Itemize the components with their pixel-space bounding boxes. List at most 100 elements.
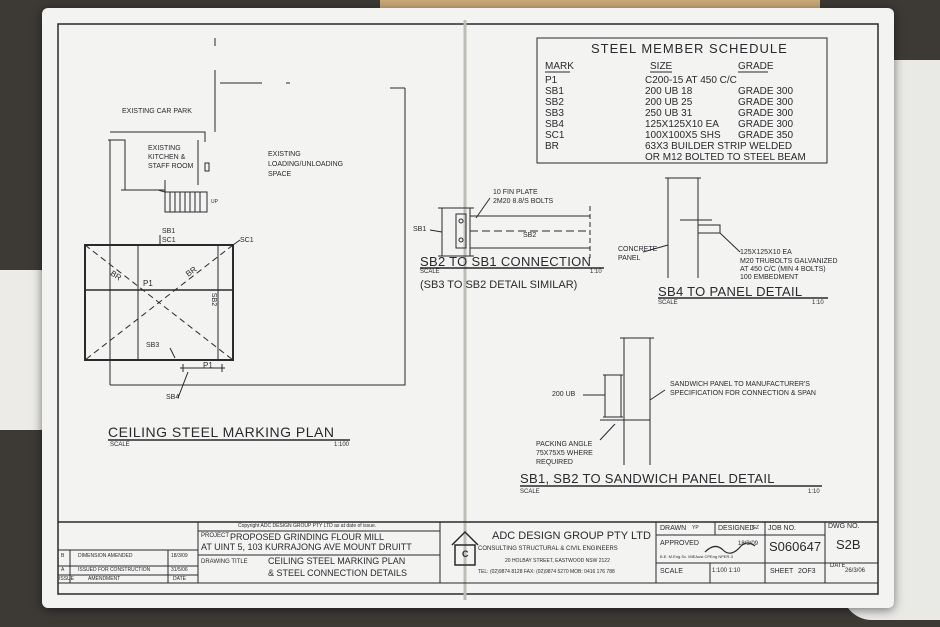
panel-note: 100 EMBEDMENT — [740, 274, 799, 281]
panel-note: 125X125X10 EA — [740, 249, 792, 256]
plan-label-sc1: SC1 — [240, 237, 254, 244]
conn-sb1-label: SB1 — [413, 226, 427, 233]
loading-label: LOADING/UNLOADING — [268, 161, 344, 168]
panel-detail — [642, 177, 741, 278]
schedule-size: 100X100X5 SHS — [645, 130, 721, 141]
plan-label-sc1: SC1 — [162, 237, 176, 244]
schedule-mark: P1 — [545, 75, 558, 86]
connection-detail — [429, 197, 591, 258]
sheet-label: SHEET — [770, 568, 794, 575]
company-address: 20 HOLBAY STREET, EASTWOOD NSW 2122 — [505, 558, 610, 564]
schedule-grade: GRADE 300 — [738, 97, 794, 108]
rev-header-date: DATE — [173, 576, 186, 582]
scale-label: SCALE — [660, 568, 683, 575]
car-park-label: EXISTING CAR PARK — [122, 108, 192, 115]
loading-label: SPACE — [268, 171, 292, 178]
schedule-size: C200-15 AT 450 C/C — [645, 75, 737, 86]
drawing-title2: & STEEL CONNECTION DETAILS — [268, 568, 408, 578]
sandwich-note: SANDWICH PANEL TO MANUFACTURER'S — [670, 381, 810, 388]
drawn-label: DRAWN — [660, 525, 687, 532]
schedule-grade: GRADE 300 — [738, 86, 794, 97]
conn-sb2-label: SB2 — [523, 232, 537, 239]
sandwich-note: SPECIFICATION FOR CONNECTION & SPAN — [670, 390, 816, 397]
kitchen-label: KITCHEN & — [148, 154, 186, 161]
concrete-label: PANEL — [618, 255, 641, 262]
schedule-mark: SB4 — [545, 119, 564, 130]
fin-plate-label: 10 FIN PLATE — [493, 189, 538, 196]
company-sub: CONSULTING STRUCTURAL & CIVIL ENGINEERS — [478, 546, 618, 552]
sandwich-scale-label: SCALE — [520, 489, 540, 495]
ceiling-frame — [84, 235, 241, 399]
company-phone: TEL: (02)9874 8128 FAX: (02)9874 5270 MO… — [478, 569, 615, 575]
drawing-title-label: DRAWING TITLE — [201, 559, 248, 565]
approver: B.E. M.Eng.Sc. MIEAust CPEng NPER-3 — [660, 554, 733, 559]
schedule-size: 63X3 BUILDER STRIP WELDED — [645, 141, 793, 152]
conn-scale-label: SCALE — [420, 269, 440, 275]
schedule-size: 200 UB 18 — [645, 86, 693, 97]
conn-note: (SB3 TO SB2 DETAIL SIMILAR) — [420, 279, 578, 291]
schedule-size: 125X125X10 EA — [645, 119, 719, 130]
sandwich-title: SB1, SB2 TO SANDWICH PANEL DETAIL — [520, 471, 775, 486]
company-name: ADC DESIGN GROUP PTY LTD — [492, 530, 651, 542]
sandwich-scale-value: 1:10 — [808, 489, 820, 495]
plan-label-p1: P1 — [143, 279, 153, 288]
plan-label-sb3: SB3 — [146, 342, 160, 349]
date-value: 26/3/06 — [845, 568, 866, 574]
plan-title: CEILING STEEL MARKING PLAN — [108, 424, 335, 440]
panel-note: AT 450 C/C (MIN 4 BOLTS) — [740, 266, 826, 273]
schedule-header-grade: GRADE — [738, 61, 774, 72]
plan-scale-value: 1:100 — [334, 442, 350, 448]
conn-title: SB2 TO SB1 CONNECTION — [420, 254, 592, 269]
plan-label-sb1: SB1 — [162, 228, 176, 235]
plan-scale-label: SCALE — [110, 442, 130, 448]
stairs — [157, 189, 208, 213]
panel-note: M20 TRUBOLTS GALVANIZED — [740, 258, 838, 265]
drawing-title1: CEILING STEEL MARKING PLAN — [268, 556, 406, 566]
sandwich-detail — [583, 337, 666, 465]
schedule-br-line2: OR M12 BOLTED TO STEEL BEAM — [645, 152, 806, 163]
job-label: JOB NO. — [768, 525, 797, 532]
drawing-sheet — [42, 8, 894, 608]
plan-label-p1: P1 — [203, 361, 213, 370]
schedule-grade: GRADE 300 — [738, 108, 794, 119]
schedule-box — [536, 37, 828, 164]
schedule-size: 200 UB 25 — [645, 97, 693, 108]
drawing-border — [57, 23, 879, 595]
ub-label: 200 UB — [552, 391, 576, 398]
schedule-header-size: SIZE — [650, 61, 673, 72]
signature — [704, 542, 756, 554]
rev-desc: DIMENSION AMENDED — [78, 553, 133, 559]
schedule-mark: SB2 — [545, 97, 564, 108]
date-label: DATE — [830, 563, 846, 569]
loading-label: EXISTING — [268, 151, 301, 158]
designed-label: DESIGNED — [718, 525, 755, 532]
scale-value: 1:100 1:10 — [712, 568, 741, 574]
sign-date: 18/3/09 — [738, 541, 759, 547]
packing-label: 75X75X5 WHERE — [536, 450, 593, 457]
schedule-mark: SC1 — [545, 130, 565, 141]
rev-header-amend: AMENDMENT — [88, 576, 121, 582]
logo-letter: C — [462, 549, 469, 559]
stair-up-label: UP — [211, 199, 218, 205]
concrete-label: CONCRETE — [618, 246, 658, 253]
company-logo — [451, 530, 479, 566]
rev-issue: B — [61, 553, 65, 559]
bolts-label: 2M20 8.8/S BOLTS — [493, 198, 554, 205]
rev-date: 31/5/06 — [171, 567, 188, 573]
panel-title: SB4 TO PANEL DETAIL — [658, 284, 803, 299]
conn-scale-value: 1:10 — [590, 269, 602, 275]
schedule-grade: GRADE 300 — [738, 119, 794, 130]
kitchen-label: STAFF ROOM — [148, 163, 194, 170]
project-label: PROJECT — [201, 533, 230, 539]
panel-scale-value: 1:10 — [812, 300, 824, 306]
packing-label: PACKING ANGLE — [536, 441, 593, 448]
job-value: S060647 — [769, 539, 822, 554]
project-line1: PROPOSED GRINDING FLOUR MILL — [230, 532, 385, 542]
approved-label: APPROVED — [660, 540, 699, 547]
designed-value: GZ — [752, 525, 759, 531]
plan-label-sb2: SB2 — [210, 292, 218, 307]
copyright: Copyright ADC DESIGN GROUP PTY LTD as at… — [238, 523, 377, 529]
project-line2: AT UINT 5, 103 KURRAJONG AVE MOUNT DRUIT… — [201, 542, 412, 552]
panel-scale-label: SCALE — [658, 300, 678, 306]
